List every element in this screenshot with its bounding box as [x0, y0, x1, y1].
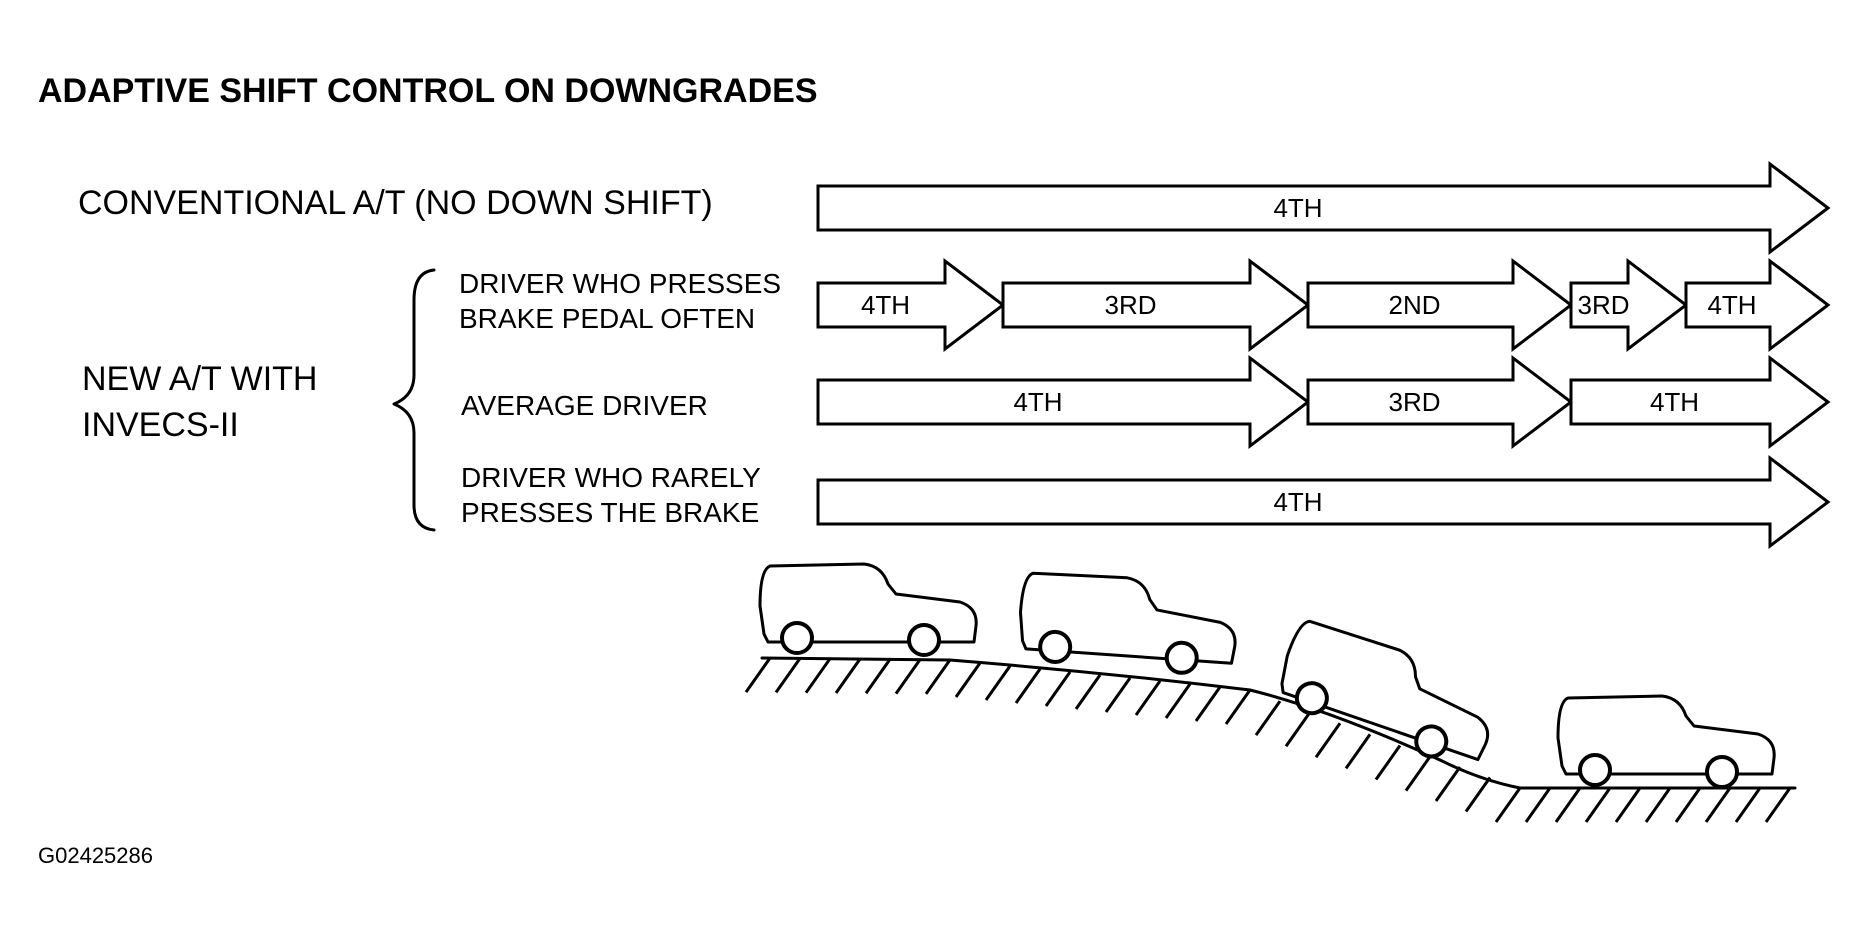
- hatch-line-20: [1314, 722, 1342, 759]
- hatch-line-10: [1014, 668, 1042, 704]
- hatch-line-30: [1614, 787, 1642, 823]
- hatch-line-15: [1164, 683, 1192, 719]
- gear-arrow-rare-braker-1: [816, 454, 1831, 550]
- hatch-line-14: [1134, 680, 1162, 716]
- hatch-line-34: [1734, 787, 1762, 823]
- gear-arrow-average-3: [1569, 354, 1831, 450]
- gear-arrow-frequent-braker-4: [1569, 257, 1689, 353]
- hatch-line-8: [954, 662, 982, 698]
- conventional-at-label: CONVENTIONAL A/T (NO DOWN SHIFT): [78, 184, 713, 222]
- hatch-line-1: [744, 657, 772, 693]
- hatch-line-4: [834, 658, 862, 694]
- gear-label-average-1: 4TH: [1013, 387, 1062, 417]
- hatch-line-3: [804, 657, 832, 694]
- gear-label-rare-braker-1: 4TH: [1273, 487, 1322, 517]
- gear-arrow-group: [816, 160, 1831, 550]
- driver-label-frequent-line-2: BRAKE PEDAL OFTEN: [459, 303, 755, 334]
- gear-label-frequent-braker-5: 4TH: [1707, 290, 1756, 320]
- hatch-line-35: [1764, 787, 1792, 823]
- hatch-line-13: [1104, 677, 1132, 713]
- vehicle-2: [1018, 571, 1237, 675]
- hatch-line-29: [1584, 787, 1612, 823]
- gear-label-conventional-1: 4TH: [1273, 193, 1322, 223]
- hatch-line-26: [1494, 787, 1522, 823]
- gear-arrow-frequent-braker-5: [1684, 257, 1831, 353]
- hatch-line-21: [1344, 733, 1372, 770]
- hatch-line-5: [864, 658, 892, 695]
- hatch-line-12: [1074, 674, 1102, 710]
- hatch-line-7: [924, 659, 952, 695]
- gear-arrow-frequent-braker-1: [816, 257, 1006, 353]
- hatch-line-27: [1524, 787, 1552, 823]
- gear-label-frequent-braker-1: 4TH: [861, 290, 910, 320]
- gear-arrow-frequent-braker-2: [1001, 257, 1311, 353]
- gear-label-frequent-braker-2: 3RD: [1104, 290, 1156, 320]
- gear-label-average-3: 4TH: [1650, 387, 1699, 417]
- downgrade-slope: [744, 656, 1797, 823]
- hatch-line-24: [1434, 766, 1462, 802]
- gear-arrow-conventional-1: [816, 160, 1831, 256]
- hatch-line-22: [1374, 744, 1402, 781]
- hatch-line-25: [1464, 776, 1492, 813]
- gear-arrow-average-1: [816, 354, 1311, 450]
- vehicle-3: [1280, 619, 1490, 762]
- hatch-line-32: [1674, 787, 1702, 823]
- gear-label-frequent-braker-4: 3RD: [1577, 290, 1629, 320]
- slope-line: [760, 656, 1797, 790]
- hatch-line-19: [1284, 711, 1312, 748]
- hatch-line-23: [1404, 755, 1432, 792]
- hatch-line-33: [1704, 787, 1732, 823]
- vehicle-4: [1556, 694, 1776, 789]
- hatch-line-6: [894, 658, 922, 695]
- hatch-line-18: [1254, 700, 1282, 736]
- hatch-line-31: [1644, 787, 1672, 823]
- driver-label-average: AVERAGE DRIVER: [461, 390, 708, 421]
- hatch-line-16: [1194, 686, 1222, 722]
- figure-code: G02425286: [38, 843, 153, 868]
- gear-label-frequent-braker-3: 2ND: [1388, 290, 1440, 320]
- driver-label-frequent-line-1: DRIVER WHO PRESSES: [459, 268, 781, 299]
- new-at-label-line-2: INVECS-II: [82, 406, 239, 444]
- driver-label-rare-line-2: PRESSES THE BRAKE: [461, 497, 759, 528]
- new-at-label-line-1: NEW A/T WITH: [82, 360, 317, 398]
- gear-arrow-average-2: [1306, 354, 1574, 450]
- hatch-line-9: [984, 665, 1012, 701]
- hatch-line-28: [1554, 787, 1582, 823]
- gear-label-group: 4TH 4TH 3RD 2ND 3RD 4TH 4TH 3RD 4TH 4TH: [861, 193, 1757, 517]
- gear-label-average-2: 3RD: [1388, 387, 1440, 417]
- diagram-title: ADAPTIVE SHIFT CONTROL ON DOWNGRADES: [38, 72, 818, 110]
- driver-label-rare-line-1: DRIVER WHO RARELY: [461, 462, 761, 493]
- gear-arrow-frequent-braker-3: [1306, 257, 1574, 353]
- hatch-line-11: [1044, 671, 1072, 707]
- ground-hatching: [744, 657, 1792, 823]
- hatch-line-17: [1224, 689, 1252, 725]
- hatch-line-2: [774, 657, 802, 694]
- grouping-brace: [392, 268, 436, 532]
- vehicle-1: [758, 562, 978, 657]
